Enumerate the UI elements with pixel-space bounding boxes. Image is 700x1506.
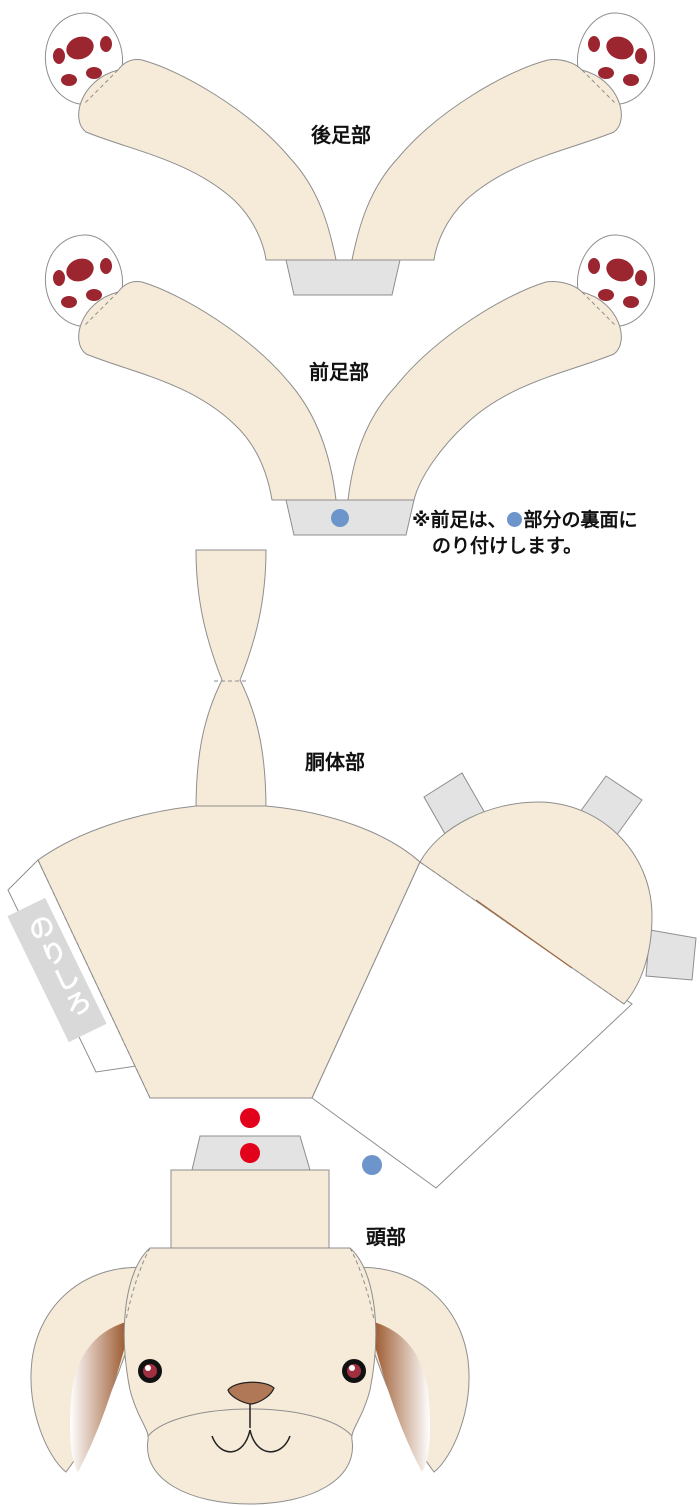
body-label: 胴体部 [305, 750, 365, 774]
head-right-ear-inner [374, 1322, 430, 1472]
paw-icon [588, 36, 647, 86]
front-legs-note: ※前足は、部分の裏面に のり付けします。 [412, 507, 638, 559]
paw-icon [53, 258, 112, 308]
hind-right-leg [351, 59, 622, 261]
nose-icon [227, 1381, 275, 1405]
blue-dot-icon [507, 512, 523, 527]
body-tail [195, 549, 267, 811]
front-glue-tab [285, 499, 415, 536]
mouth-icon [211, 1404, 291, 1453]
hind-glue-tab [285, 259, 401, 296]
body-main-panel [37, 805, 421, 1099]
paw-icon [53, 36, 112, 86]
blue-dot-icon [362, 1155, 382, 1175]
note-line1-b: 部分の裏面に [523, 509, 638, 531]
front-legs-label: 前足部 [309, 360, 369, 384]
body-chest-panel [419, 801, 653, 1005]
front-right-leg [347, 281, 622, 501]
note-line2: のり付けします。 [432, 535, 583, 557]
blue-dot-icon [331, 509, 349, 527]
front-left-leg [78, 281, 337, 501]
paw-icon [588, 258, 647, 308]
body-chest-tab-3 [645, 929, 697, 981]
head-left-ear-inner [70, 1322, 126, 1472]
hind-left-leg [78, 59, 337, 261]
note-line1-a: ※前足は、 [412, 509, 507, 531]
hind-legs-label: 後足部 [311, 123, 371, 147]
head-label: 頭部 [366, 1225, 406, 1249]
head-neck-panel [170, 1169, 330, 1249]
red-dot-icon [240, 1108, 260, 1128]
front-legs-part [44, 234, 656, 536]
hind-legs-part [44, 12, 656, 296]
head-part [30, 1135, 470, 1505]
right-eye-icon [342, 1359, 366, 1383]
paste-tab-box [7, 897, 107, 1043]
head-face [123, 1247, 377, 1505]
left-eye-icon [138, 1359, 162, 1383]
red-dot-icon [240, 1143, 260, 1163]
body-part [7, 549, 697, 1189]
